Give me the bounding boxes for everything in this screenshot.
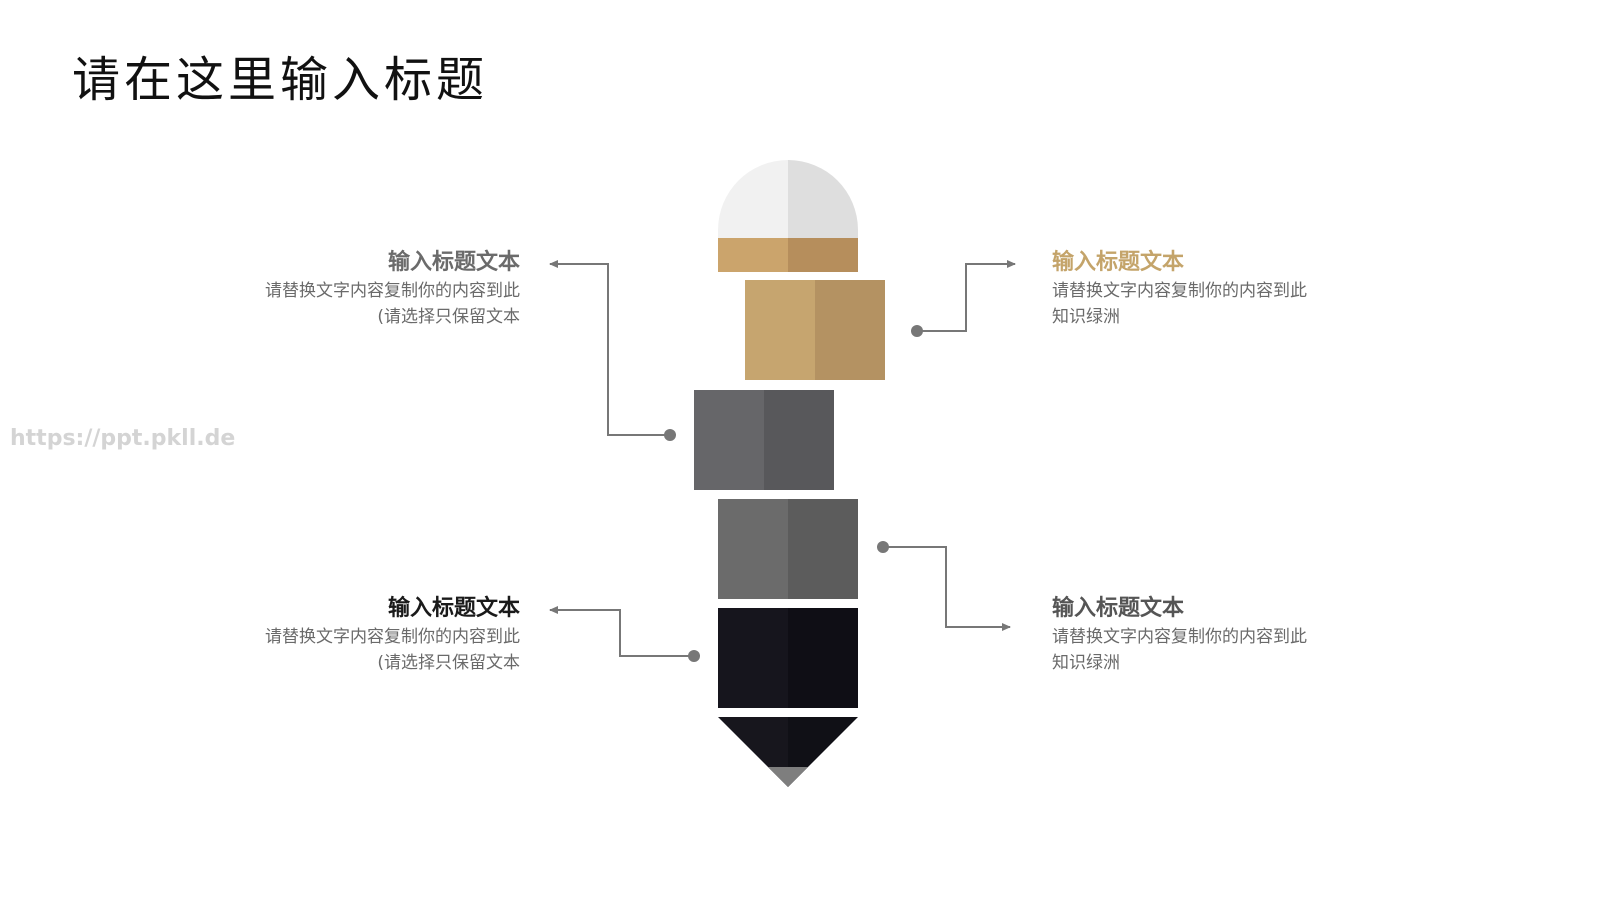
eraser-left — [718, 160, 788, 238]
callout-title: 输入标题文本 — [387, 596, 520, 621]
segment-gray-2 — [718, 499, 858, 599]
pencil-tip — [718, 717, 858, 787]
connector-top-right — [911, 260, 1016, 337]
connector-line — [549, 260, 670, 436]
callout-top-left: 输入标题文本 请替换文字内容复制你的内容到此 (请选择只保留文本 — [220, 248, 520, 330]
segment-black-right — [788, 608, 858, 708]
callout-text-line-2: (请选择只保留文本 — [377, 653, 520, 673]
callout-text-line-2: 知识绿洲 — [1052, 307, 1120, 327]
pencil-lead — [768, 767, 808, 787]
segment-gold-left — [745, 280, 815, 380]
page-title: 请在这里输入标题 — [72, 52, 489, 108]
callout-bottom-left: 输入标题文本 请替换文字内容复制你的内容到此 (请选择只保留文本 — [220, 594, 520, 676]
segment-gray-1 — [694, 390, 834, 490]
ferrule — [718, 238, 858, 272]
segment-gray-1-right — [764, 390, 834, 490]
callout-bottom-right: 输入标题文本 请替换文字内容复制你的内容到此 知识绿洲 — [1052, 594, 1352, 676]
segment-gold — [745, 280, 885, 380]
eraser-right — [788, 160, 858, 238]
callout-text-line-2: 知识绿洲 — [1052, 653, 1120, 673]
connector-line — [883, 546, 1011, 631]
segment-gray-2-right — [788, 499, 858, 599]
connector-line — [549, 606, 694, 657]
watermark: https://ppt.pkll.de — [10, 426, 236, 451]
callout-text-line-1: 请替换文字内容复制你的内容到此 — [1052, 281, 1307, 301]
callout-title: 输入标题文本 — [387, 250, 520, 275]
segment-black — [718, 608, 858, 708]
connector-top-left — [549, 260, 676, 441]
callout-top-right: 输入标题文本 请替换文字内容复制你的内容到此 知识绿洲 — [1052, 248, 1352, 330]
callout-text-line-2: (请选择只保留文本 — [377, 307, 520, 327]
callout-text-line-1: 请替换文字内容复制你的内容到此 — [1052, 627, 1307, 647]
segment-gray-2-left — [718, 499, 788, 599]
ferrule-left — [718, 238, 788, 272]
eraser — [718, 160, 858, 238]
callout-title: 输入标题文本 — [1052, 596, 1185, 621]
ferrule-right — [788, 238, 858, 272]
segment-black-left — [718, 608, 788, 708]
callout-text-line-1: 请替换文字内容复制你的内容到此 — [265, 281, 520, 301]
connector-bottom-left — [549, 606, 700, 662]
connector-bottom-right — [877, 541, 1011, 631]
connector-line — [917, 260, 1016, 332]
callout-text-line-1: 请替换文字内容复制你的内容到此 — [265, 627, 520, 647]
segment-gray-1-left — [694, 390, 764, 490]
segment-gold-right — [815, 280, 885, 380]
callout-title: 输入标题文本 — [1052, 250, 1185, 275]
